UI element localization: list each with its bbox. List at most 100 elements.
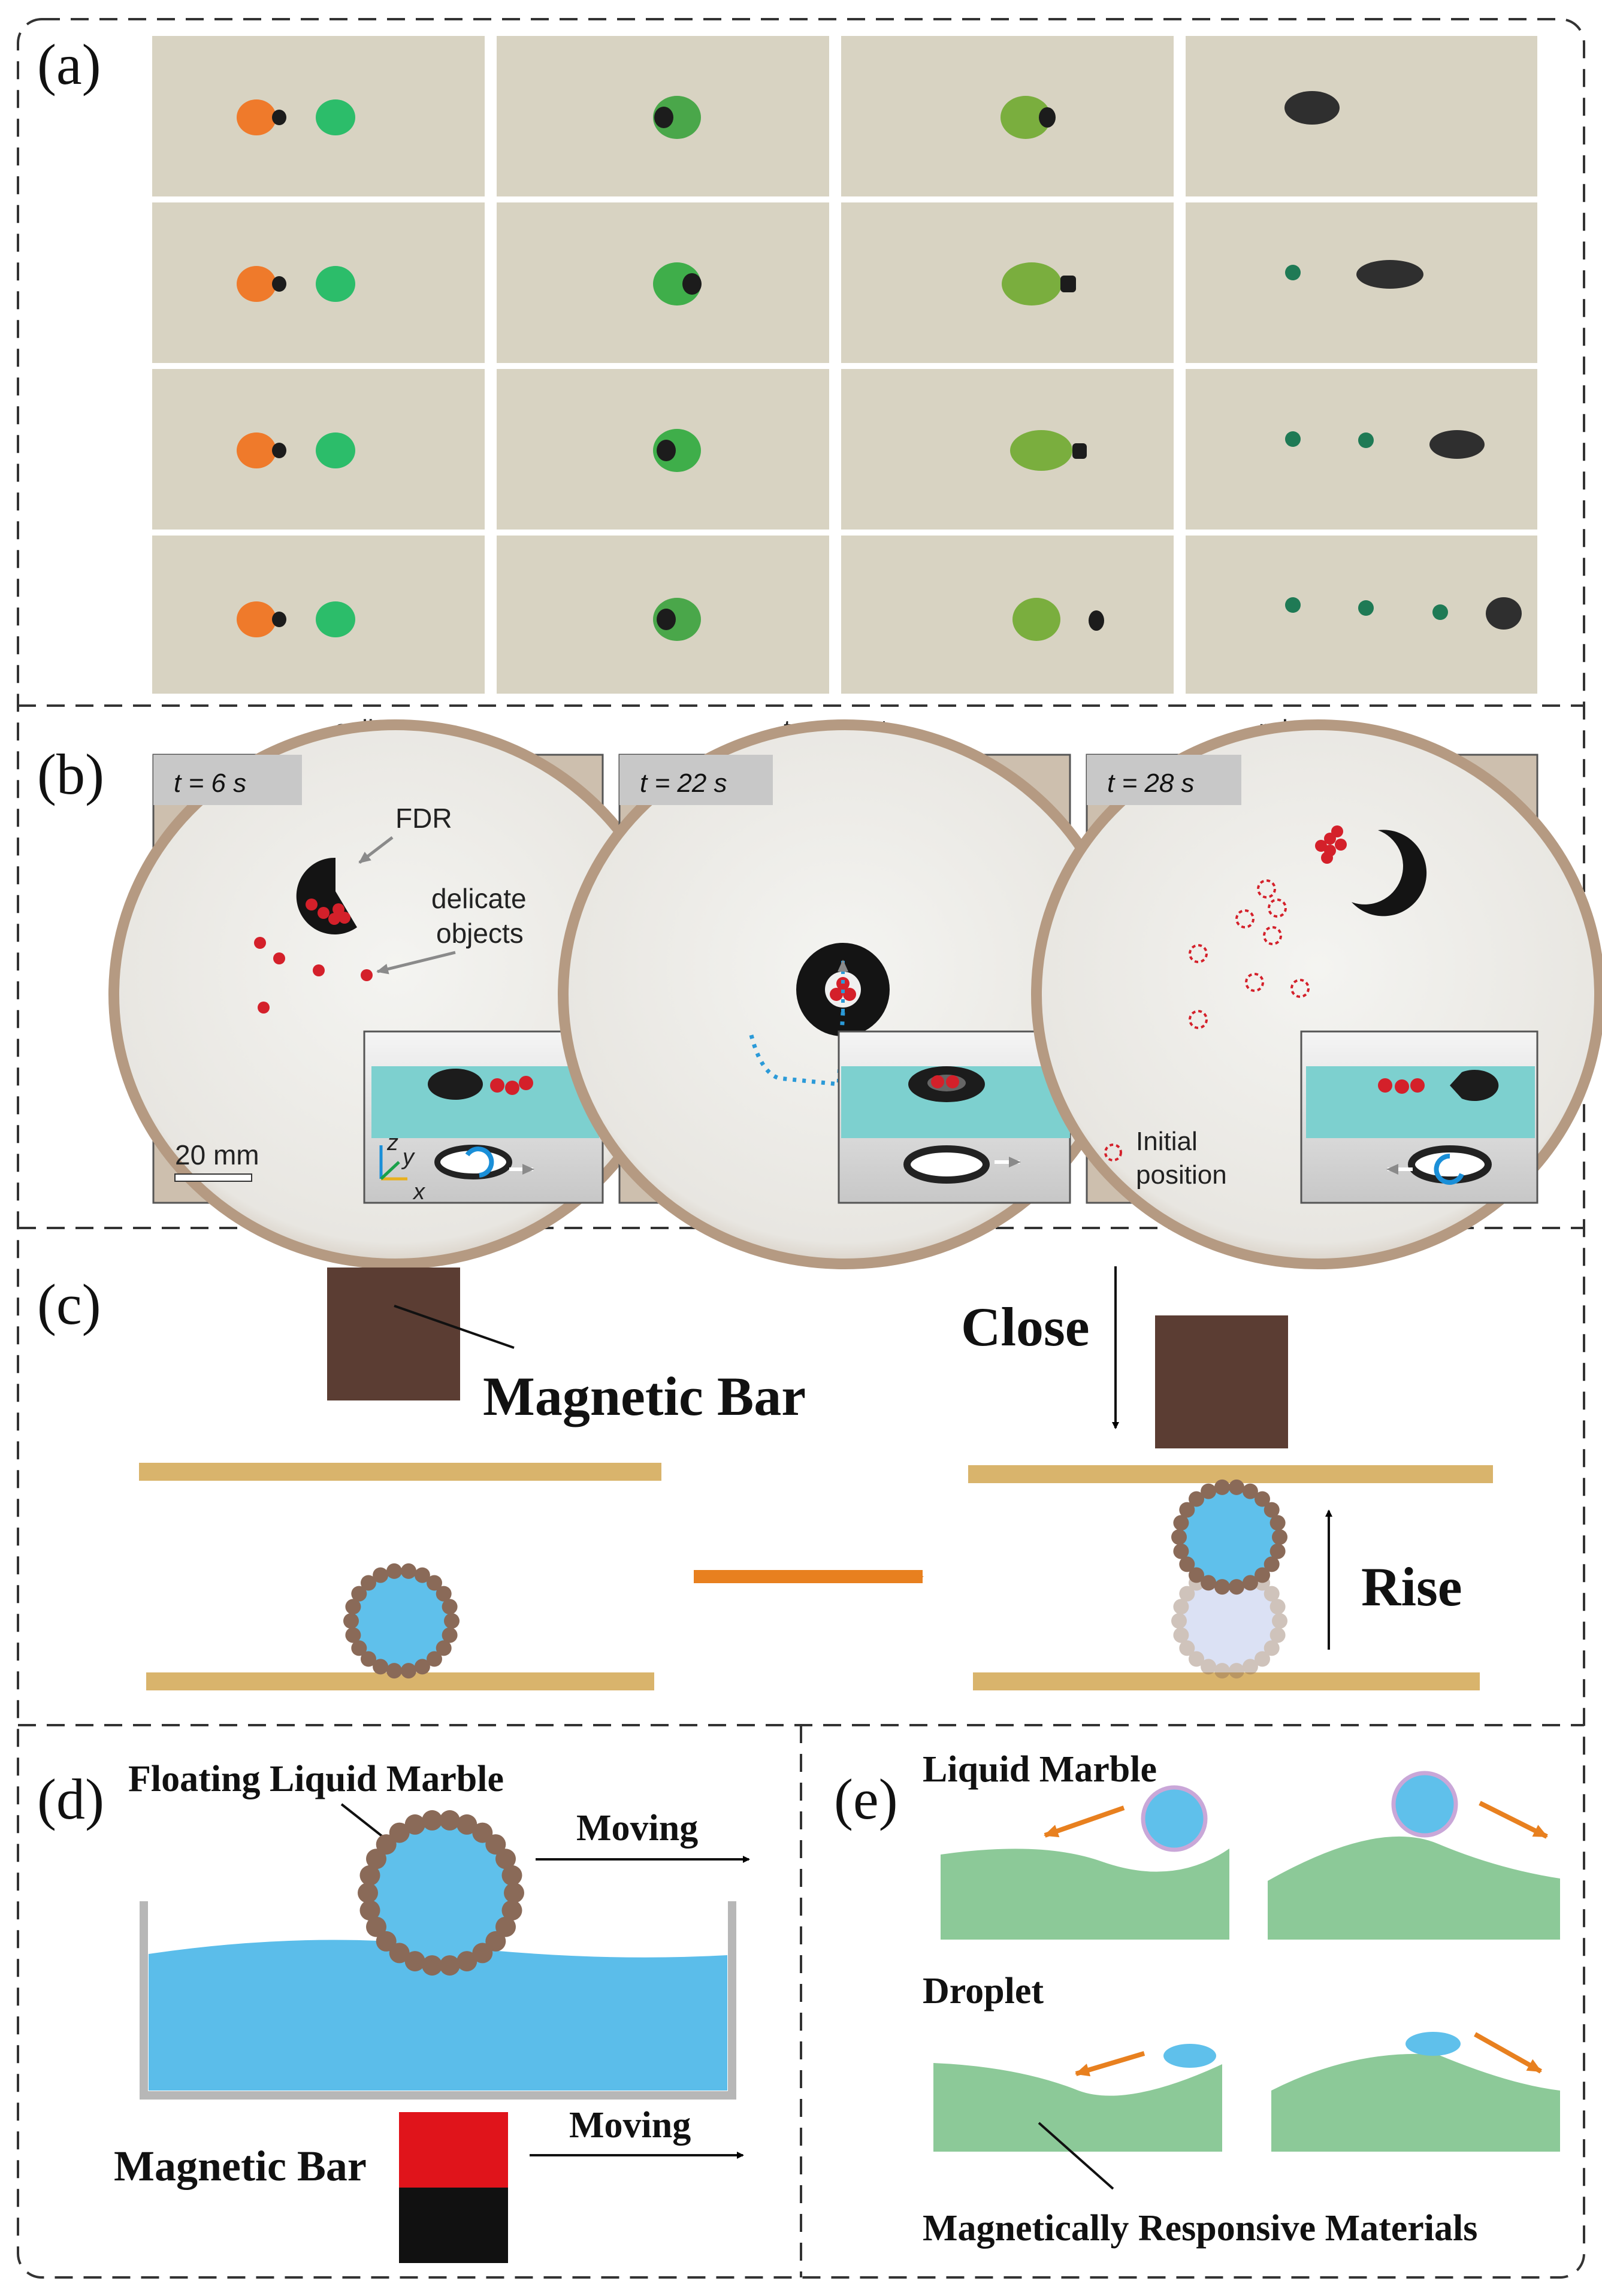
shell-bead [1255, 1567, 1270, 1583]
shell-bead [1264, 1586, 1280, 1602]
axis-y: y [401, 1145, 415, 1170]
shell-bead [1264, 1556, 1280, 1572]
shell-bead [1214, 1663, 1230, 1679]
row2-droplets [237, 260, 1423, 305]
panel-c: (c) Magnetic Bar Close Rise [37, 1266, 1493, 1690]
shell-bead [1229, 1579, 1244, 1595]
panel-c-label: (c) [37, 1272, 101, 1336]
top-plate-left [139, 1463, 661, 1481]
magnetic-bar-label-d: Magnetic Bar [114, 2142, 367, 2190]
time-release: t = 28 s [1107, 769, 1195, 798]
shell-bead [1214, 1579, 1230, 1595]
scale-bar [174, 1173, 252, 1182]
floating-marble-label: Floating Liquid Marble [128, 1759, 504, 1799]
shell-bead [366, 1849, 386, 1870]
shell-bead [351, 1640, 367, 1656]
shell-bead [361, 1575, 376, 1591]
shell-bead [1179, 1586, 1195, 1602]
panel-e-label: (e) [834, 1767, 898, 1831]
shell-bead [404, 1814, 425, 1835]
shell-bead [1272, 1529, 1287, 1545]
panel-d: (d) Floating Liquid Marble Moving Magnet… [37, 1759, 750, 2263]
terrain-droplet-right [1271, 2053, 1560, 2152]
shell-bead [1264, 1502, 1280, 1518]
moving-label-top: Moving [576, 1808, 698, 1849]
shell-bead [359, 1865, 380, 1886]
droplet-label: Droplet [923, 1971, 1044, 2011]
shell-bead [1171, 1529, 1187, 1545]
shell-bead [1269, 1599, 1286, 1615]
shell-bead [386, 1663, 402, 1679]
shell-bead [414, 1659, 430, 1675]
shell-bead [1189, 1651, 1204, 1667]
panel-e: (e) Liquid Marble Droplet Magnetically R… [834, 1749, 1560, 2249]
shell-bead [442, 1627, 458, 1643]
shell-bead [1269, 1515, 1286, 1531]
axis-x: x [412, 1179, 426, 1205]
shell-bead [485, 1834, 506, 1855]
shell-bead [1242, 1659, 1258, 1675]
shell-bead [1264, 1640, 1280, 1656]
shell-bead [436, 1640, 452, 1656]
shell-bead [436, 1586, 452, 1602]
shell-bead [358, 1883, 378, 1903]
panel-a-label: (a) [37, 32, 101, 96]
shell-bead [1242, 1575, 1258, 1591]
shell-bead [1229, 1663, 1244, 1679]
shell-bead [1201, 1575, 1217, 1591]
terrain-marble-left [941, 1849, 1229, 1940]
shell-bead [1173, 1599, 1189, 1615]
shell-bead [401, 1663, 416, 1679]
rise-label: Rise [1361, 1556, 1462, 1617]
row4-droplets [237, 597, 1522, 641]
terrain-droplet-left [933, 2063, 1222, 2152]
magnetic-bar-left [327, 1268, 460, 1400]
shell-bead [359, 1900, 380, 1921]
row1-droplets [237, 91, 1340, 139]
shell-bead [1173, 1543, 1189, 1559]
shell-bead [1272, 1613, 1287, 1629]
liquid-marble-e-left [1141, 1785, 1208, 1852]
shell-bead [373, 1567, 389, 1583]
shell-bead [1214, 1479, 1230, 1495]
shell-bead [439, 1810, 460, 1831]
time-transport: t = 22 s [640, 769, 727, 798]
liquid-marble-label: Liquid Marble [923, 1749, 1157, 1790]
shell-bead [343, 1613, 359, 1629]
shell-bead [495, 1916, 516, 1937]
shell-bead [345, 1627, 361, 1643]
shell-bead [345, 1599, 361, 1615]
droplet-e-right [1405, 2032, 1461, 2056]
materials-label: Magnetically Responsive Materials [923, 2208, 1477, 2249]
shell-bead [495, 1849, 516, 1870]
scale-label: 20 mm [175, 1139, 259, 1170]
shell-bead [427, 1651, 442, 1667]
magnetic-bar-d [399, 2112, 508, 2263]
initial-label-1: Initial [1136, 1127, 1198, 1156]
moving-label-bottom: Moving [569, 2105, 691, 2146]
terrain-marble-right [1268, 1836, 1560, 1940]
floating-liquid-marble [358, 1810, 524, 1976]
fdr-label: FDR [395, 803, 452, 834]
panel-d-label: (d) [37, 1767, 104, 1831]
magnetic-bar-label-c: Magnetic Bar [483, 1366, 806, 1427]
panel-b-label: (b) [37, 742, 104, 806]
shell-bead [1173, 1515, 1189, 1531]
close-label: Close [961, 1296, 1090, 1357]
shell-bead [386, 1563, 402, 1579]
shell-bead [1179, 1502, 1195, 1518]
magnetic-bar-right [1155, 1315, 1288, 1448]
shell-bead [1189, 1491, 1204, 1507]
shell-bead [376, 1931, 397, 1952]
liquid-marble-e-right [1391, 1771, 1458, 1838]
shell-bead [427, 1575, 442, 1591]
time-collect: t = 6 s [174, 769, 246, 798]
shell-bead [1179, 1640, 1195, 1656]
shell-bead [457, 1951, 477, 1972]
shell-bead [504, 1883, 524, 1903]
shell-bead [439, 1955, 460, 1976]
shell-bead [457, 1814, 477, 1835]
shell-bead [422, 1810, 443, 1831]
shell-bead [1229, 1479, 1244, 1495]
